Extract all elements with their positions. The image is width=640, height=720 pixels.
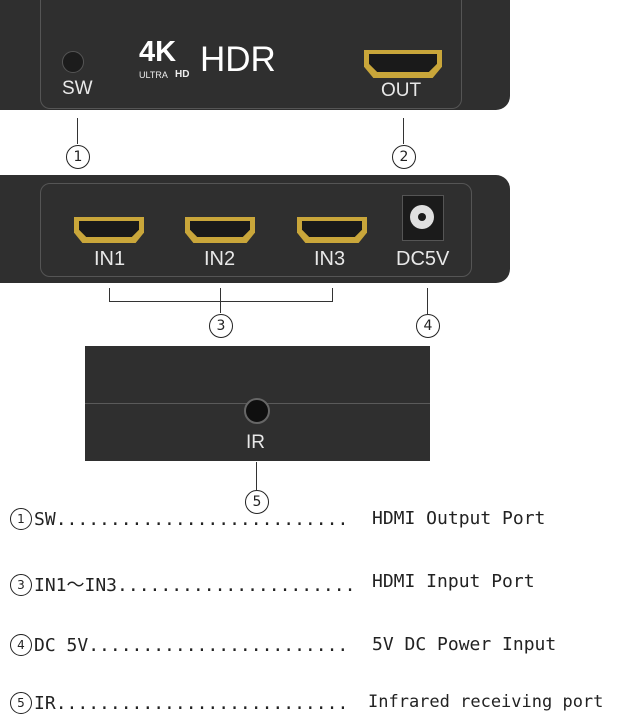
in2-label: IN2: [204, 248, 236, 270]
leader-2: [403, 118, 404, 144]
legend-key: IR: [34, 693, 56, 714]
middle-unit: IN1 IN2 IN3 DC5V: [0, 175, 510, 283]
legend-key: SW: [34, 509, 56, 530]
hdmi-in1-port-inner: [79, 221, 139, 237]
legend-key: IN1～IN3: [34, 575, 118, 596]
out-label: OUT: [381, 80, 422, 101]
legend-num: 5: [10, 692, 32, 714]
leader-5: [256, 462, 257, 490]
dc-jack-pin: [418, 213, 426, 221]
legend-dots: ...........................: [55, 509, 349, 530]
callout-4: 4: [416, 314, 440, 338]
legend-dots: ......................: [117, 575, 356, 596]
legend-dots: ...........................: [55, 693, 349, 714]
logo-hdr: HDR: [200, 40, 276, 79]
in3-label: IN3: [314, 248, 346, 270]
legend-value: 5V DC Power Input: [372, 634, 557, 655]
bracket-bar: [109, 301, 333, 302]
legend-num: 4: [10, 634, 32, 656]
bracket-right: [332, 288, 333, 301]
ir-receiver: [244, 398, 270, 424]
bracket-left: [109, 288, 110, 301]
logo-ultra: ULTRA: [139, 70, 168, 80]
leader-4: [427, 288, 428, 314]
callout-1: 1: [66, 145, 90, 169]
bracket-mid: [220, 288, 221, 313]
sw-button: [62, 51, 84, 73]
legend-value: HDMI Output Port: [372, 508, 546, 529]
middle-unit-face: [40, 183, 472, 277]
callout-3: 3: [209, 314, 233, 338]
hdmi-in2-port-inner: [190, 221, 250, 237]
legend-num: 1: [10, 508, 32, 530]
legend-dots: ........................: [88, 635, 349, 656]
in1-label: IN1: [94, 248, 126, 270]
legend-key: DC 5V: [34, 635, 89, 656]
legend-num: 3: [10, 574, 32, 596]
callout-2: 2: [392, 145, 416, 169]
callout-5: 5: [245, 490, 269, 514]
leader-1: [77, 118, 78, 144]
legend-value: HDMI Input Port: [372, 571, 535, 592]
logo-hd: HD: [175, 69, 190, 80]
ir-label: IR: [246, 432, 265, 453]
top-unit-face: [40, 0, 462, 109]
top-unit: SW 4K ULTRA HD HDR OUT: [0, 0, 510, 110]
legend-value: Infrared receiving port: [368, 692, 604, 712]
sw-label: SW: [62, 78, 93, 99]
dc5v-label: DC5V: [396, 248, 450, 270]
hdmi-out-port-inner: [369, 54, 437, 72]
logo-4k: 4K: [139, 36, 177, 68]
hdmi-in3-port-inner: [302, 221, 362, 237]
bottom-unit: IR: [85, 346, 430, 461]
